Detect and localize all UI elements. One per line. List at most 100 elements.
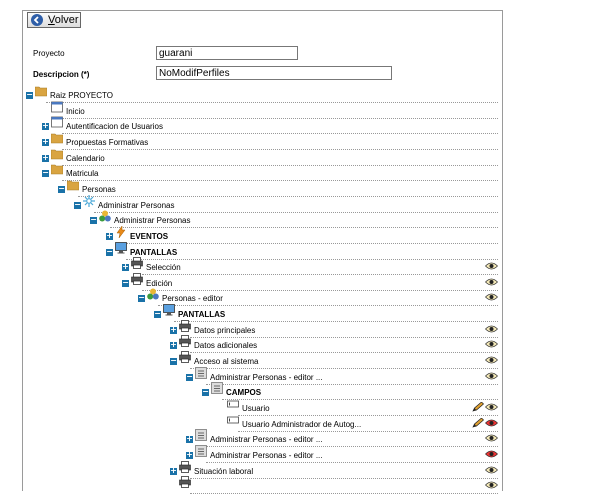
eye-hidden-icon[interactable] — [485, 418, 498, 428]
tree-node-label[interactable]: Administrar Personas - editor ... — [210, 450, 323, 460]
tree-node-label[interactable]: Raiz PROYECTO — [50, 91, 113, 100]
tree-row — [206, 369, 498, 385]
tree-row — [126, 228, 498, 244]
tree-node-label[interactable]: EVENTOS — [130, 231, 169, 241]
printer-icon — [179, 476, 191, 489]
printer-icon — [179, 460, 191, 473]
tree-row — [190, 353, 498, 370]
lightning-icon — [115, 225, 127, 238]
collapse-toggle[interactable]: − — [202, 387, 209, 397]
tree-node-label[interactable]: PANTALLAS — [178, 310, 226, 320]
tree-node-label[interactable]: Administrar Personas — [114, 216, 191, 226]
tree-node-label[interactable]: Administrar Personas - editor ... — [210, 372, 323, 382]
printer-icon — [179, 335, 191, 348]
tree-node-label[interactable]: CAMPOS — [226, 388, 262, 398]
expand-toggle[interactable]: + — [186, 449, 193, 459]
tree-node-label[interactable]: Administrar Personas - editor ... — [210, 435, 323, 445]
tree-node-label[interactable]: Usuario Administrador de Autog... — [242, 419, 362, 429]
printer-icon — [131, 272, 143, 285]
tree-node-label[interactable]: Inicio — [66, 106, 85, 116]
tree-row — [62, 134, 498, 150]
form-icon — [195, 429, 207, 442]
expand-toggle[interactable]: + — [186, 434, 193, 444]
eye-icon[interactable] — [485, 355, 498, 365]
window-icon — [51, 116, 63, 128]
expand-toggle[interactable]: + — [42, 121, 49, 131]
expand-toggle[interactable]: + — [106, 230, 113, 240]
folder-icon — [50, 163, 64, 175]
tree-node-label[interactable]: Acceso al sistema — [194, 357, 259, 367]
eye-hidden-icon[interactable] — [485, 449, 498, 459]
tree-row — [142, 275, 498, 291]
tree-node-label[interactable]: Personas - editor — [162, 294, 223, 304]
collapse-toggle[interactable]: − — [42, 168, 49, 178]
tree-row — [94, 197, 498, 213]
folder-icon — [50, 132, 64, 144]
tree-row — [222, 384, 498, 401]
tree-node-label[interactable]: Datos adicionales — [194, 341, 258, 351]
collapse-toggle[interactable]: − — [186, 371, 193, 381]
printer-icon — [131, 257, 143, 270]
expand-toggle[interactable]: + — [170, 340, 177, 350]
monitor-icon — [163, 304, 175, 316]
expand-toggle[interactable]: + — [42, 136, 49, 146]
tree-row — [190, 337, 498, 354]
tree-node-label[interactable]: Matricula — [66, 169, 99, 179]
form-icon — [195, 366, 207, 379]
collapse-toggle[interactable]: − — [26, 90, 33, 99]
tree-row — [62, 118, 498, 135]
collapse-toggle[interactable]: − — [106, 246, 113, 256]
proyecto-input[interactable] — [156, 46, 298, 60]
collapse-toggle[interactable]: − — [90, 215, 97, 225]
eye-icon[interactable] — [485, 433, 498, 443]
tree-row — [110, 212, 498, 229]
collapse-toggle[interactable]: − — [170, 356, 177, 366]
expand-toggle[interactable]: + — [122, 262, 129, 272]
pencil-icon[interactable] — [472, 417, 485, 428]
eye-icon[interactable] — [485, 465, 498, 475]
eye-icon[interactable] — [485, 402, 498, 412]
tree-node-label[interactable]: Autentificacion de Usuarios — [66, 122, 163, 132]
descripcion-input[interactable] — [156, 66, 392, 80]
tree-node-label[interactable]: Administrar Personas — [98, 200, 175, 210]
tree-row — [78, 181, 498, 197]
back-button[interactable]: Volver — [27, 12, 81, 28]
tree-node-label[interactable]: PANTALLAS — [130, 247, 178, 257]
eye-icon[interactable] — [485, 371, 498, 381]
expand-toggle[interactable]: + — [42, 152, 49, 162]
tree-node-label[interactable]: Calendario — [66, 153, 105, 163]
tree-node-label[interactable]: Usuario — [242, 404, 270, 413]
collapse-toggle[interactable]: − — [74, 199, 81, 209]
tree-row — [142, 259, 498, 276]
tree-node-label[interactable]: Situación laboral — [194, 466, 254, 476]
expand-toggle[interactable]: + — [170, 324, 177, 334]
eye-icon[interactable] — [485, 339, 498, 349]
folder-icon — [50, 148, 64, 160]
tree-node-label[interactable]: Datos principales — [194, 325, 256, 335]
collapse-toggle[interactable]: − — [122, 277, 129, 287]
tree-row — [126, 244, 498, 260]
pencil-icon[interactable] — [472, 401, 485, 412]
tree-row — [62, 150, 498, 166]
back-button-label: Volver — [48, 14, 79, 26]
tree-row — [238, 416, 498, 432]
tree-row — [62, 165, 498, 182]
eye-icon[interactable] — [485, 480, 498, 490]
eye-icon[interactable] — [485, 292, 498, 302]
back-arrow-icon — [31, 14, 43, 26]
collapse-toggle[interactable]: − — [58, 183, 65, 193]
collapse-toggle[interactable]: − — [154, 309, 161, 319]
tree-row — [206, 447, 498, 463]
collapse-toggle[interactable]: − — [138, 293, 145, 303]
tree-node-label[interactable]: Edición — [146, 278, 173, 288]
eye-icon[interactable] — [485, 277, 498, 287]
eye-icon[interactable] — [485, 324, 498, 334]
tree-node-label[interactable]: Selección — [146, 263, 181, 273]
tree-row — [174, 306, 498, 323]
form-icon — [195, 445, 207, 457]
component-icon — [147, 288, 159, 300]
expand-toggle[interactable]: + — [170, 465, 177, 475]
eye-icon[interactable] — [485, 261, 498, 271]
tree-node-label[interactable]: Propuestas Formativas — [66, 137, 149, 147]
tree-node-label[interactable]: Personas — [82, 184, 116, 194]
